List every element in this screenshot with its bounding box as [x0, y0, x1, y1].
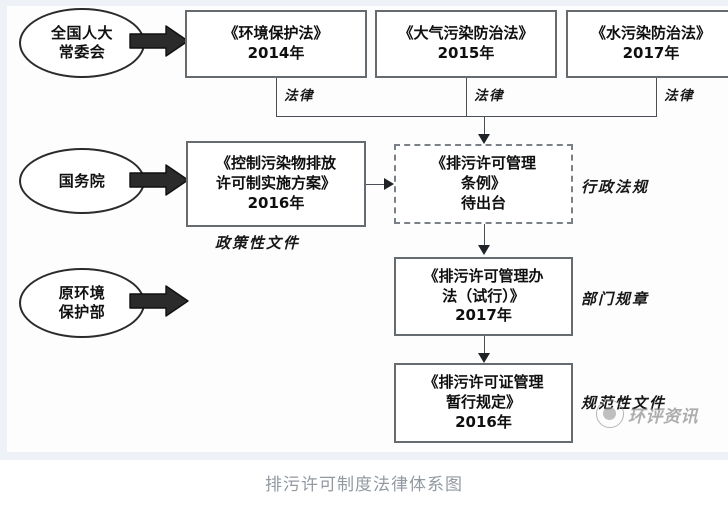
law-2-title: 《大气污染防治法》: [398, 24, 534, 43]
actor-mep-line2: 保护部: [58, 303, 106, 321]
connector-law3-drop: [656, 78, 657, 116]
actor-npc-line2: 常委会: [58, 43, 106, 61]
connector-regulation-to-rule: [484, 224, 485, 247]
diagram-canvas: 全国人大 常委会 《环境保护法》 2014年 《大气污染防治法》 2015年 《…: [0, 0, 728, 460]
connector-policy-to-regulation: [366, 184, 386, 185]
page-edge-top: [0, 0, 728, 6]
policy-category-label: 政策性文件: [215, 234, 301, 252]
connector-rule-to-normative: [484, 336, 485, 355]
law-2-year: 2015年: [437, 44, 495, 62]
normative-category-label: 规范性文件: [581, 394, 667, 412]
actor-npc-standing-committee: 全国人大 常委会: [19, 8, 145, 78]
policy-year: 2016年: [247, 193, 305, 212]
connector-law2-drop: [466, 78, 467, 116]
arrow-state-council-to-policy: [128, 163, 190, 197]
law-1-title: 《环境保护法》: [223, 24, 329, 43]
connector-law-bus: [276, 116, 657, 117]
arrow-mep-to-rules: [128, 284, 190, 318]
departmental-rule-title-line2: 法（试行）》: [442, 286, 525, 305]
law-1-relation-label: 法律: [284, 88, 314, 104]
page-edge-bottom: [0, 452, 728, 460]
figure-caption: 排污许可制度法律体系图: [265, 475, 463, 495]
departmental-rule-box: 《排污许可管理办 法（试行）》 2017年: [394, 257, 573, 336]
normative-title-line1: 《排污许可证管理: [423, 373, 544, 392]
page-edge-left: [0, 0, 7, 460]
law-3-year: 2017年: [622, 44, 680, 62]
regulation-title-line1: 《排污许可管理: [430, 154, 536, 173]
law-3-relation-label: 法律: [664, 88, 694, 104]
arrowhead-rule-to-normative: [478, 353, 490, 363]
arrow-npc-to-laws: [128, 24, 190, 58]
policy-title-line2: 许可制实施方案》: [215, 174, 336, 193]
departmental-rule-title-line1: 《排污许可管理办: [423, 266, 544, 285]
law-2-relation-label: 法律: [474, 88, 504, 104]
arrowhead-regulation-to-rule: [478, 245, 490, 255]
normative-document-box: 《排污许可证管理 暂行规定》 2016年: [394, 363, 573, 443]
regulation-status: 待出台: [460, 193, 506, 212]
departmental-rule-category-label: 部门规章: [581, 290, 650, 308]
policy-title-line1: 《控制污染物排放: [215, 154, 336, 173]
actor-state-council: 国务院: [19, 148, 145, 214]
connector-law1-drop: [276, 78, 277, 116]
regulation-box: 《排污许可管理 条例》 待出台: [394, 144, 573, 224]
connector-bus-to-regulation: [484, 116, 485, 138]
regulation-category-label: 行政法规: [581, 178, 650, 196]
law-box-2: 《大气污染防治法》 2015年: [375, 10, 557, 78]
law-3-title: 《水污染防治法》: [590, 24, 711, 43]
actor-former-mep: 原环境 保护部: [19, 268, 145, 338]
normative-year: 2016年: [455, 412, 512, 431]
law-1-year: 2014年: [247, 44, 305, 62]
actor-mep-line1: 原环境: [58, 284, 106, 303]
arrowhead-policy-to-regulation: [384, 178, 394, 190]
actor-npc-line1: 全国人大: [50, 24, 113, 43]
policy-document-box: 《控制污染物排放 许可制实施方案》 2016年: [186, 141, 366, 227]
law-box-1: 《环境保护法》 2014年: [185, 10, 367, 78]
arrowhead-bus-to-regulation: [478, 134, 490, 144]
regulation-title-line2: 条例》: [460, 174, 506, 193]
departmental-rule-year: 2017年: [455, 306, 512, 325]
actor-state-council-line1: 国务院: [58, 171, 106, 190]
normative-title-line2: 暂行规定》: [445, 393, 521, 412]
law-box-3: 《水污染防治法》 2017年: [566, 10, 728, 78]
